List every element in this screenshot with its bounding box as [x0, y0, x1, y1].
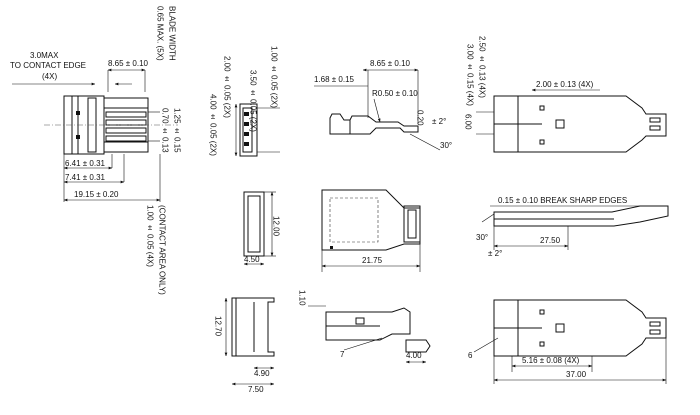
contact-area-only-label: (CONTACT AREA ONLY) [158, 205, 167, 295]
bot-110-label: 1.10 [298, 290, 307, 306]
mid-2750-label: 27.50 [540, 236, 561, 245]
bot-516-label: 5.16 ± 0.08 (4X) [522, 356, 580, 365]
front-view: 4.00 ± 0.05 (2X) 2.00 ± 0.05 (2X) 3.50 ±… [209, 46, 280, 157]
dim-070-label: 0.70 ± 0.13 [161, 108, 170, 153]
dim-865-label: 8.65 ± 0.10 [108, 59, 149, 68]
contact-edge-max-label: 3.0MAX [30, 51, 59, 60]
side-section-view: 3.0MAX TO CONTACT EDGE (4X) 8.65 ± 0.10 … [10, 6, 182, 295]
dim-125-label: 1.25 ± 0.15 [173, 108, 182, 153]
tr-600-label: 6.00 [464, 114, 473, 130]
break-sharp-label: 0.15 ± 0.10 BREAK SHARP EDGES [498, 196, 627, 205]
dim-641-label: 6.41 ± 0.31 [65, 159, 106, 168]
to-contact-edge-label: TO CONTACT EDGE [10, 61, 86, 70]
dim-1915-label: 19.15 ± 0.20 [74, 190, 119, 199]
mid-angle-tol: ± 2° [488, 249, 502, 258]
tr-250-label: 2.50 ± 0.13 (4X) [478, 36, 487, 98]
mid-1200-label: 12.00 [272, 216, 281, 237]
dim-100-label: 1.00 ± 0.05 (2X) [270, 46, 279, 108]
blade-width-label: BLADE WIDTH [168, 6, 177, 61]
tr-200-label: 2.00 ± 0.13 (4X) [536, 80, 594, 89]
detail-865-label: 8.65 ± 0.10 [370, 59, 411, 68]
qty-4x-label: (4X) [42, 72, 57, 81]
bottom-row-views: 12.70 4.90 7.50 1.10 7 4.00 6 5.16 ± 0.0… [214, 290, 667, 394]
detail-angle-30: 30° [440, 141, 452, 150]
detail-168-label: 1.68 ± 0.15 [314, 75, 355, 84]
mid-450-label: 4.50 [244, 255, 260, 264]
radius-label: R0.50 ± 0.10 [372, 89, 418, 98]
callout-6: 6 [468, 351, 473, 360]
blade-width-value: 0.65 MAX. (5X) [156, 6, 165, 61]
dim-400-label: 4.00 ± 0.05 (2X) [209, 94, 218, 156]
bot-1270-label: 12.70 [214, 316, 223, 337]
dim-741-label: 7.41 ± 0.31 [65, 173, 106, 182]
bot-400-label: 4.00 [406, 351, 422, 360]
dim-100-4x-label: 1.00 ± 0.05 (4X) [146, 205, 155, 267]
callout-7: 7 [340, 350, 345, 359]
bot-750-label: 7.50 [248, 385, 264, 394]
tr-300-label: 3.00 ± 0.15 (4X) [466, 44, 475, 106]
mid-2175-label: 21.75 [362, 256, 383, 265]
detail-view: 8.65 ± 0.10 1.68 ± 0.15 R0.50 ± 0.10 0.2… [314, 59, 452, 151]
detail-020-label: 0.20 [416, 110, 425, 126]
mid-angle-30: 30° [476, 233, 488, 242]
dim-200-label: 2.00 ± 0.05 (2X) [223, 56, 232, 118]
bot-3700-label: 37.00 [566, 370, 587, 379]
dim-350-label: 3.50 ± 0.05 (2X) [249, 70, 258, 132]
detail-angle-tol: ± 2° [432, 117, 446, 126]
top-right-view: 3.00 ± 0.15 (4X) 2.50 ± 0.13 (4X) 2.00 ±… [464, 36, 667, 153]
bot-490-label: 4.90 [254, 369, 270, 378]
mid-row-views: 12.00 4.50 21.75 0.15 ± 0.10 BREAK SHARP… [243, 189, 669, 272]
